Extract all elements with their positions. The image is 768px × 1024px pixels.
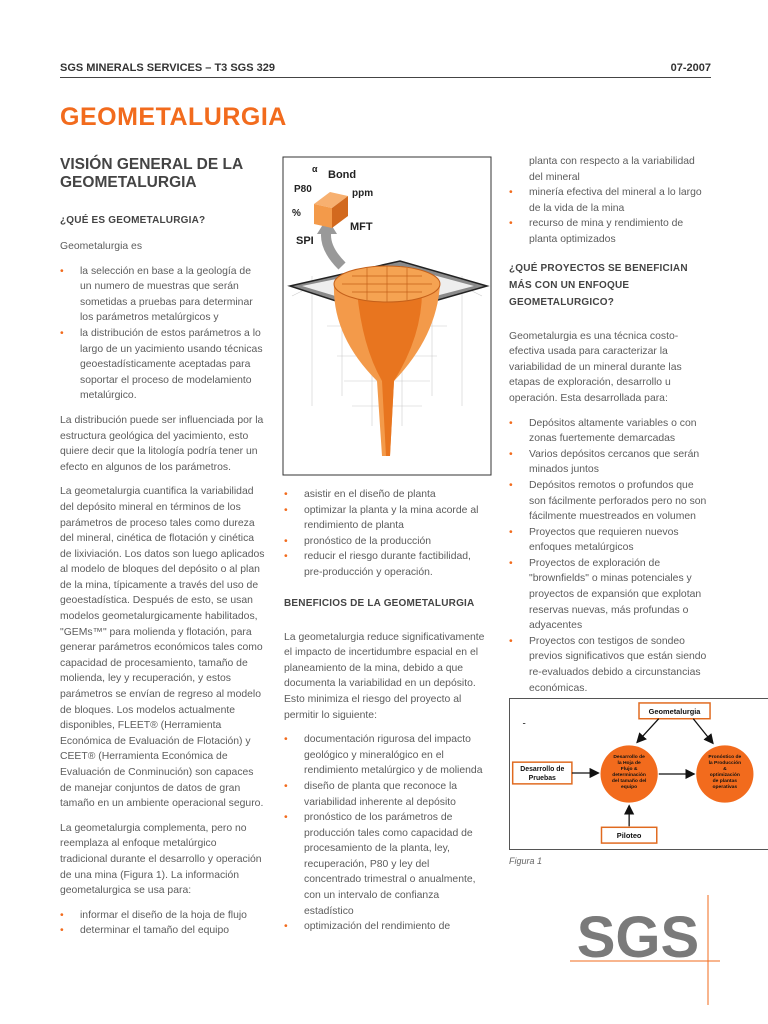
- column-3: planta con respecto a la variabilidad de…: [509, 154, 711, 705]
- paragraph: La distribución puede ser influenciada p…: [60, 414, 264, 473]
- column-2: asistir en el diseño de planta optimizar…: [284, 487, 488, 944]
- circle-production: [696, 745, 754, 803]
- list-item: Varios depósitos cercanos que serán mina…: [509, 447, 711, 478]
- circle-flowsheet: [600, 745, 658, 803]
- dash-mark: -: [523, 719, 526, 730]
- list-item: minería efectiva del mineral a lo largo …: [509, 185, 711, 216]
- figure-caption: Figura 1: [509, 856, 543, 866]
- list-item: recurso de mina y rendimiento de planta …: [509, 216, 711, 247]
- header-date: 07-2007: [670, 62, 711, 74]
- column-1: VISIÓN GENERAL DE LA GEOMETALURGIA ¿QUÉ …: [60, 156, 265, 948]
- label-bond: Bond: [328, 169, 356, 181]
- label-percent: %: [292, 208, 301, 219]
- sgs-logo-text: SGS: [577, 905, 700, 970]
- list-item: Depósitos altamente variables o con zona…: [509, 416, 711, 447]
- paragraph: La geometalurgia reduce significativamen…: [284, 631, 485, 721]
- paragraph: Geometalurgia es una técnica costo-efect…: [509, 330, 682, 404]
- list-item: pronóstico de la producción: [284, 534, 488, 550]
- label-spi: SPI: [296, 235, 314, 247]
- label-p80: P80: [294, 184, 312, 195]
- list-item: reducir el riesgo durante factibilidad, …: [284, 549, 488, 580]
- list-item: documentación rigurosa del impacto geoló…: [284, 732, 488, 779]
- list-item: Proyectos con testigos de sondeo previos…: [509, 634, 711, 696]
- section-heading-benefits: BENEFICIOS DE LA GEOMETALURGIA: [284, 597, 475, 609]
- paragraph: Geometalurgia es: [60, 241, 143, 252]
- section-heading-projects: ¿QUÉ PROYECTOS SE BENEFICIAN MÁS CON UN …: [509, 262, 688, 308]
- list-item: diseño de planta que reconoce la variabi…: [284, 779, 488, 810]
- list-item: asistir en el diseño de planta: [284, 487, 488, 503]
- list-item: optimizar la planta y la mina acorde al …: [284, 503, 488, 534]
- bullet-list: planta con respecto a la variabilidad de…: [509, 154, 711, 248]
- header-series: SGS MINERALS SERVICES – T3 SGS 329: [60, 62, 275, 74]
- paragraph: La geometalurgia cuantifica la variabili…: [60, 486, 265, 810]
- bullet-list: asistir en el diseño de planta optimizar…: [284, 487, 488, 581]
- geometallurgy-cone-figure: α Bond P80 ppm % MFT SPI: [282, 156, 492, 476]
- list-item: Proyectos de exploración de "brownfields…: [509, 556, 711, 634]
- list-item: la selección en base a la geología de un…: [60, 264, 265, 326]
- list-item: determinar el tamaño del equipo: [60, 923, 265, 939]
- header-rule: [60, 77, 711, 78]
- list-item: pronóstico de los parámetros de producci…: [284, 810, 488, 919]
- box-desarrollo-pruebas: [511, 761, 573, 785]
- section-heading-overview: VISIÓN GENERAL DE LA GEOMETALURGIA: [60, 156, 243, 191]
- list-item-continued: planta con respecto a la variabilidad de…: [529, 156, 695, 183]
- list-item: informar el diseño de la hoja de flujo: [60, 908, 265, 924]
- paragraph: La geometalurgia complementa, pero no re…: [60, 822, 262, 897]
- box-piloteo: [600, 826, 658, 844]
- label-alpha: α: [312, 164, 318, 174]
- bullet-list: Depósitos altamente variables o con zona…: [509, 416, 711, 697]
- list-item: Depósitos remotos o profundos que son fá…: [509, 478, 711, 525]
- list-item: optimización del rendimiento de: [284, 919, 488, 935]
- box-geometalurgia: [638, 702, 711, 720]
- bullet-list: informar el diseño de la hoja de flujo d…: [60, 908, 265, 939]
- bullet-list: documentación rigurosa del impacto geoló…: [284, 732, 488, 935]
- label-ppm: ppm: [352, 188, 373, 199]
- box-geometalurgia-label: Geometalurgia: [649, 707, 702, 716]
- bullet-list: la selección en base a la geología de un…: [60, 264, 265, 404]
- page-title: GEOMETALURGIA: [60, 103, 287, 131]
- page-header: SGS MINERALS SERVICES – T3 SGS 329 07-20…: [60, 62, 711, 74]
- label-mft: MFT: [350, 221, 373, 233]
- sgs-logo: SGS: [570, 895, 720, 1005]
- box-piloteo-label: Piloteo: [617, 831, 642, 840]
- list-item: Proyectos que requieren nuevos enfoques …: [509, 525, 711, 556]
- subheading-what-is: ¿QUÉ ES GEOMETALURGIA?: [60, 215, 206, 226]
- list-item: la distribución de estos parámetros a lo…: [60, 326, 265, 404]
